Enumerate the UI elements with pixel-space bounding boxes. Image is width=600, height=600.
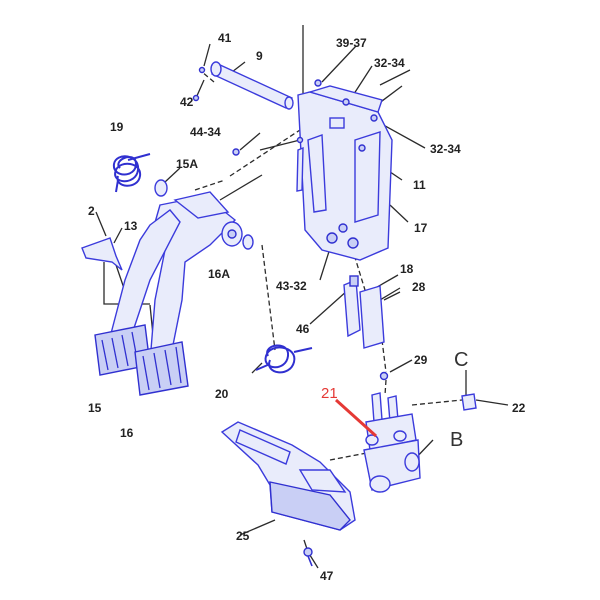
label-21: 21 <box>321 385 338 402</box>
screw <box>303 547 313 567</box>
label-29: 29 <box>414 353 428 367</box>
mounting-bracket <box>232 79 393 261</box>
label-16: 16 <box>120 426 134 440</box>
label-17: 17 <box>414 221 428 235</box>
cover-panel <box>220 421 356 531</box>
label-42: 42 <box>180 95 194 109</box>
label-C: C <box>454 349 468 371</box>
label-B: B <box>450 429 463 451</box>
label-46: 46 <box>296 322 310 336</box>
label-32-34-right: 32-34 <box>430 142 461 156</box>
stop-clip <box>81 237 123 271</box>
label-9: 9 <box>256 49 263 63</box>
label-11: 11 <box>413 178 426 192</box>
highlight-arrow <box>334 398 378 438</box>
label-18: 18 <box>400 262 414 276</box>
bushing <box>154 179 168 197</box>
label-39-37: 39-37 <box>336 36 367 50</box>
label-43-32: 43-32 <box>276 279 307 293</box>
label-13: 13 <box>124 219 138 233</box>
label-20: 20 <box>215 387 229 401</box>
pivot-shaft <box>192 61 294 110</box>
return-spring-lower <box>255 344 313 374</box>
label-15A: 15A <box>176 157 198 171</box>
part-labels: 41 9 42 39-37 32-34 19 44-34 32-34 15A 1… <box>88 31 526 583</box>
label-19: 19 <box>110 120 124 134</box>
label-28: 28 <box>412 280 426 294</box>
pedal-switch <box>343 275 385 349</box>
label-44-34: 44-34 <box>190 125 221 139</box>
return-spring-upper <box>112 153 151 193</box>
label-22: 22 <box>512 401 526 415</box>
label-2: 2 <box>88 204 95 218</box>
label-16A: 16A <box>208 267 230 281</box>
pedal-arms <box>107 191 254 363</box>
label-15: 15 <box>88 401 102 415</box>
pedal-pad-brake <box>134 341 189 396</box>
label-41: 41 <box>218 31 232 45</box>
label-25: 25 <box>236 529 250 543</box>
master-cylinder <box>363 371 421 493</box>
hose-connector <box>461 393 477 411</box>
label-32-34-top: 32-34 <box>374 56 405 70</box>
label-47: 47 <box>320 569 334 583</box>
